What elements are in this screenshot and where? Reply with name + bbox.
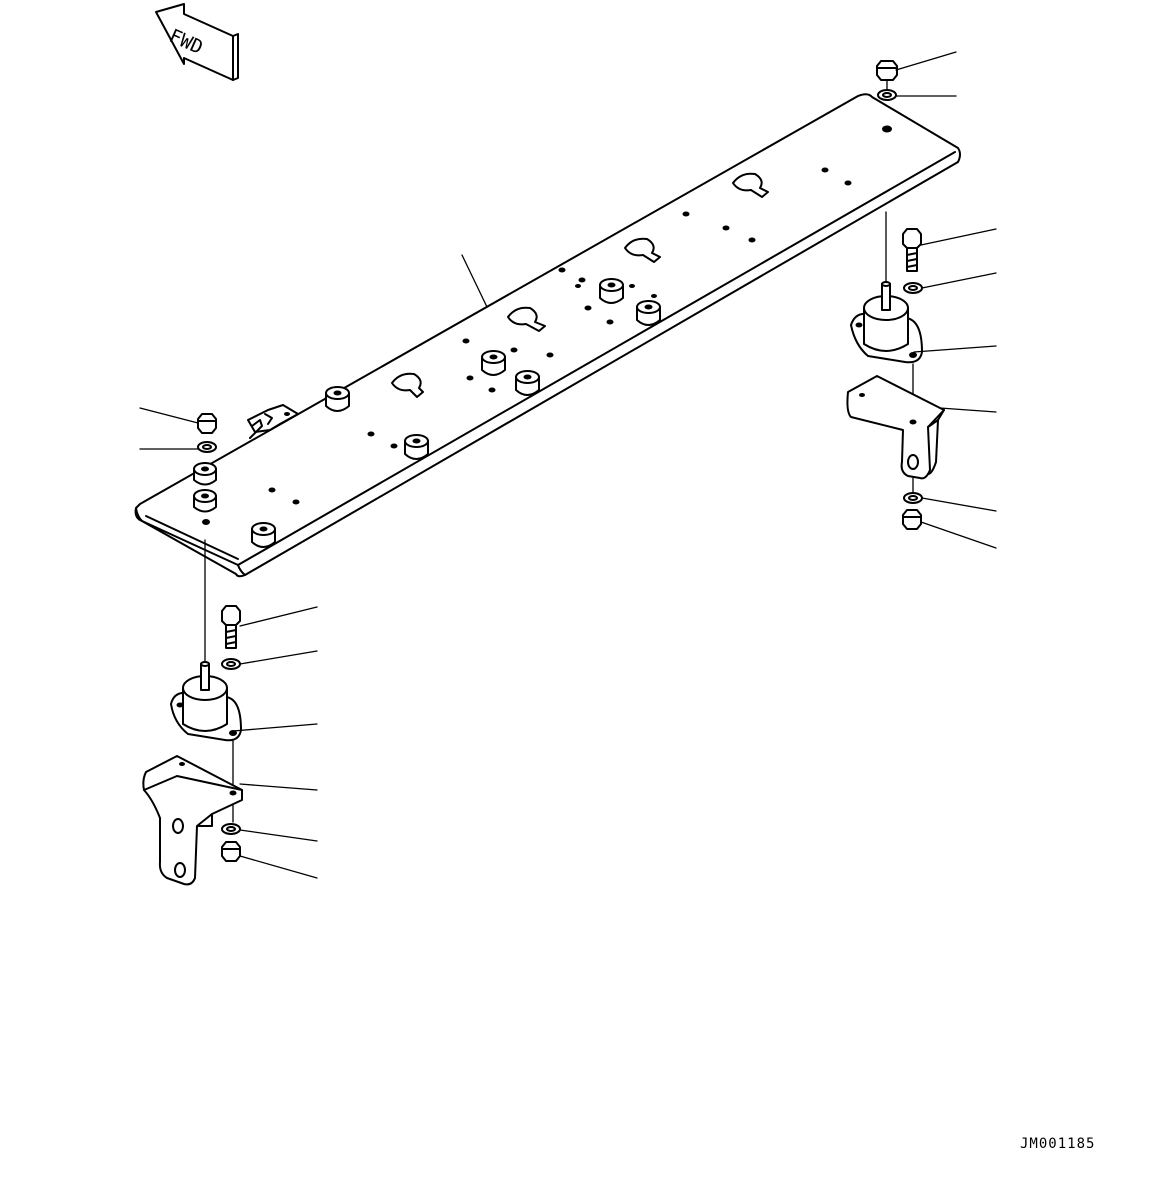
mount-bracket-icon [143, 756, 242, 884]
leader-line [233, 724, 317, 731]
washer-icon [904, 493, 922, 503]
nut-icon [222, 842, 240, 861]
leader-line [240, 856, 317, 878]
nut-icon [198, 414, 216, 433]
leader-line [922, 498, 996, 511]
leader-line [240, 830, 317, 841]
keyhole-slot [392, 374, 423, 397]
leader-line [240, 607, 317, 626]
keyhole-slot [625, 239, 660, 262]
rubber-mount-icon [851, 282, 922, 362]
leader-line [921, 522, 996, 548]
leader-line [240, 651, 317, 664]
leader-line [140, 408, 198, 423]
leader-line [940, 408, 996, 412]
leader-lines [140, 52, 996, 878]
left-top-fasteners [194, 414, 216, 512]
spacer-boss [326, 387, 349, 411]
fwd-arrow-icon: FWD [156, 4, 238, 80]
washer-icon [904, 283, 922, 293]
spacer-boss [482, 351, 505, 375]
spacer-icon [194, 490, 216, 512]
washer-icon [198, 442, 216, 452]
bolt-icon [903, 229, 921, 271]
leader-line [921, 229, 996, 245]
keyhole-slot [733, 174, 768, 197]
washer-icon [878, 90, 896, 100]
spacer-boss [252, 523, 275, 547]
spacer-icon [194, 463, 216, 485]
washer-icon [222, 659, 240, 669]
drawing-code: JM001185 [1020, 1136, 1095, 1152]
nut-icon [877, 61, 897, 80]
harness-clip [248, 405, 298, 438]
leader-line [240, 784, 317, 790]
bolt-icon [222, 606, 240, 648]
spacer-boss [637, 301, 660, 325]
rubber-mount-icon [171, 662, 241, 740]
mount-bracket-icon [847, 376, 944, 478]
keyhole-slot [508, 308, 545, 331]
nut-icon [903, 510, 921, 529]
right-top-fasteners [877, 61, 897, 100]
spacer-boss [600, 279, 623, 303]
spacer-boss [405, 435, 428, 459]
plate-holes [202, 125, 892, 525]
leader-line [922, 273, 996, 288]
leader-line [462, 255, 487, 307]
main-plate [136, 94, 960, 576]
left-mount-assembly [143, 606, 242, 884]
leader-line [896, 52, 956, 70]
right-mount-assembly [847, 229, 944, 529]
leader-line [914, 346, 996, 352]
spacer-boss [516, 371, 539, 395]
washer-icon [222, 824, 240, 834]
